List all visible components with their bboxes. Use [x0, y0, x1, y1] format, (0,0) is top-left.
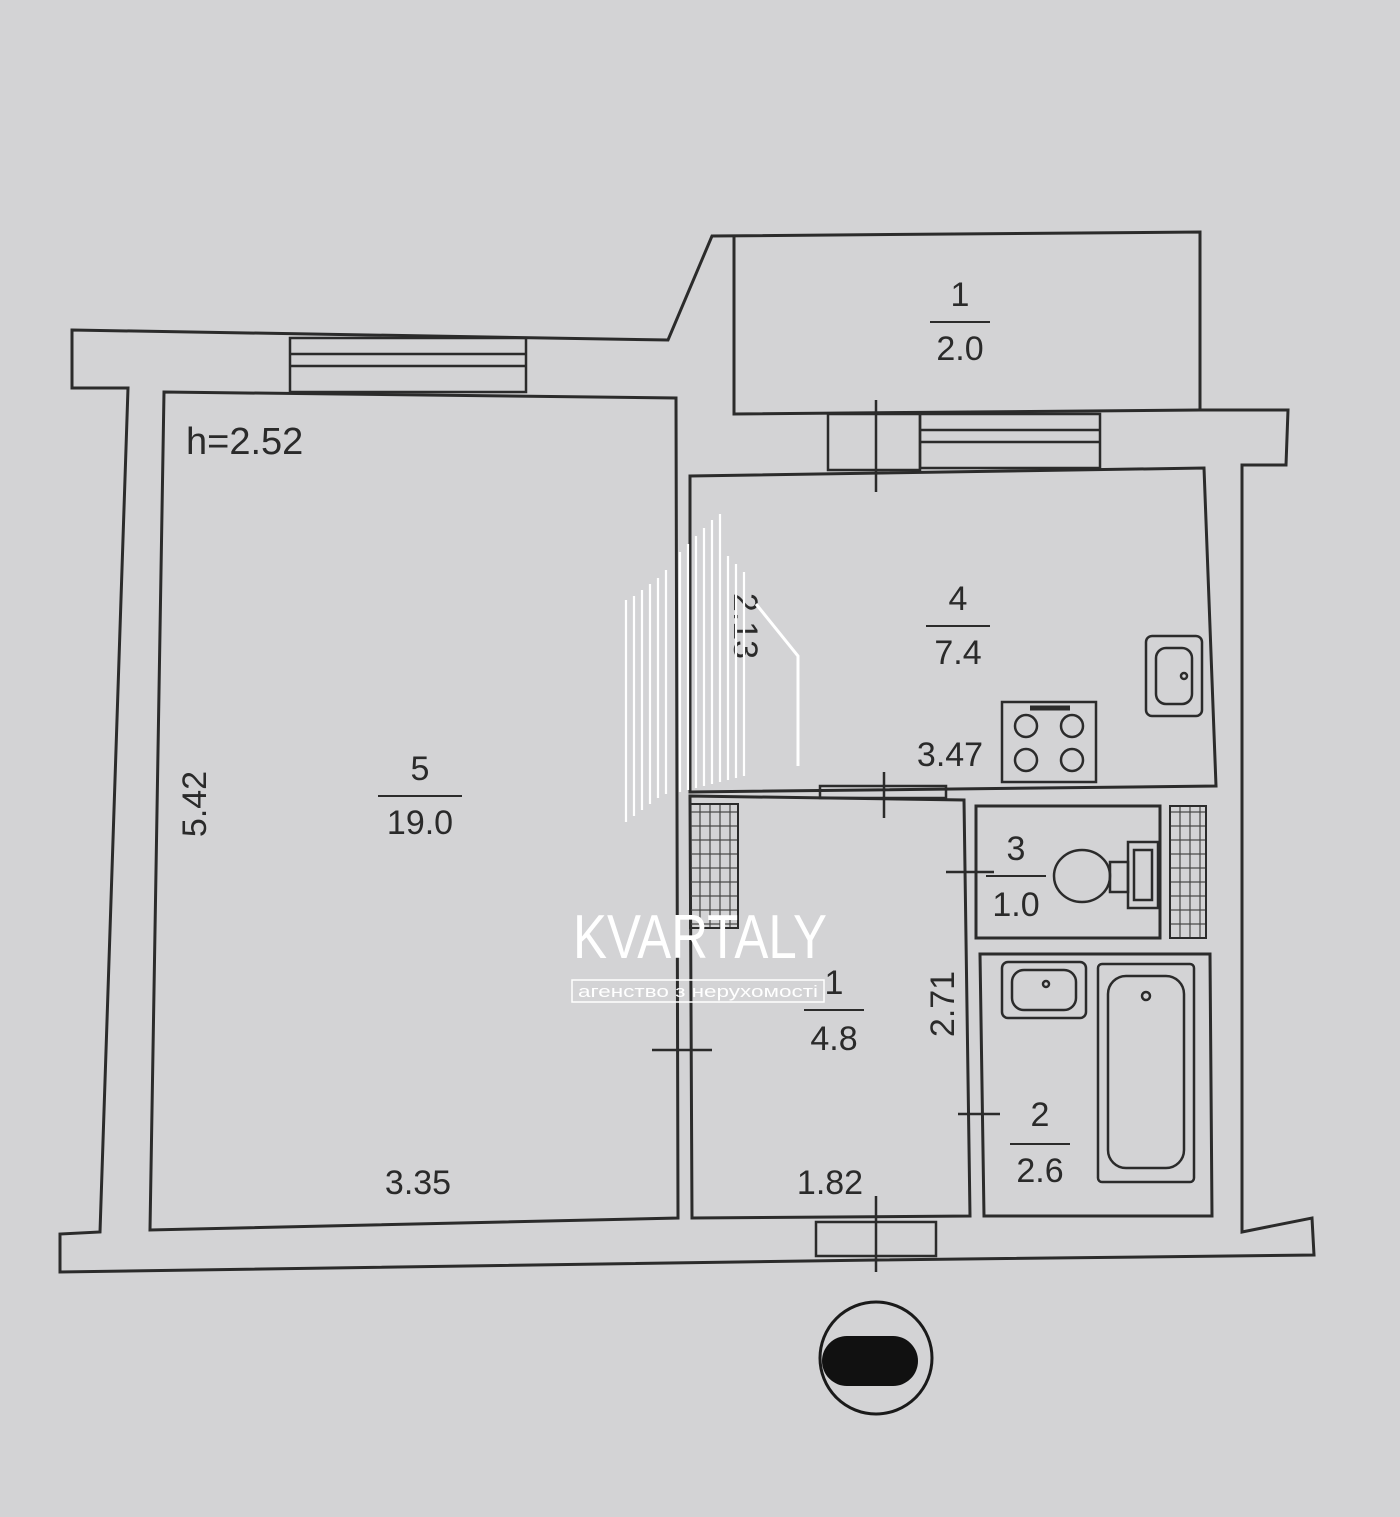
- room-4-outline: [688, 466, 1218, 794]
- dim-room5-width: 3.35: [385, 1164, 451, 1202]
- orientation-marker: [818, 1300, 934, 1416]
- room-4-number: 4: [949, 580, 968, 618]
- room-1b-area: 4.8: [810, 1020, 857, 1058]
- tile-strip-right: [1169, 805, 1207, 939]
- kitchen-door-opening: [818, 784, 948, 800]
- room-1-area: 2.0: [936, 330, 983, 368]
- room-2-outline: [978, 952, 1214, 1218]
- window-room-5: [288, 336, 528, 394]
- room-2-number: 2: [1031, 1096, 1050, 1134]
- room-1-number: 1: [951, 276, 970, 314]
- dim-room5-height: 5.42: [176, 771, 214, 837]
- bathtub-icon: [1096, 962, 1196, 1184]
- tile-strip-left: [689, 803, 739, 929]
- balcony-outline: [732, 236, 1201, 416]
- room-4-area: 7.4: [934, 634, 981, 672]
- room-3-area: 1.0: [992, 886, 1039, 924]
- bathroom-sink-icon: [1000, 960, 1088, 1020]
- watermark-tagline: агенство з нерухомості: [578, 982, 818, 1001]
- room-5-area: 19.0: [387, 804, 453, 842]
- room-3-number: 3: [1007, 830, 1026, 868]
- stove-icon: [1000, 700, 1098, 784]
- toilet-icon: [1052, 840, 1160, 910]
- room-2-area: 2.6: [1016, 1152, 1063, 1190]
- watermark-tagline-box: [571, 979, 825, 1003]
- dim-kitchen-width: 3.47: [917, 736, 983, 774]
- outer-wall-outline: [58, 230, 1316, 1274]
- watermark-logo: [624, 514, 800, 822]
- dim-hall-height: 2.71: [924, 971, 962, 1037]
- window-kitchen: [918, 412, 1102, 470]
- balcony-door: [826, 412, 922, 472]
- room-3-outline: [974, 804, 1162, 940]
- kitchen-sink-icon: [1144, 634, 1204, 718]
- ceiling-height: h=2.52: [186, 421, 303, 463]
- room-5-outline: [148, 390, 680, 1232]
- room-5-number: 5: [411, 750, 430, 788]
- dim-hall-width: 1.82: [797, 1164, 863, 1202]
- watermark-brand: KVARTALY: [573, 903, 827, 972]
- room-1b-number: 1: [825, 964, 844, 1002]
